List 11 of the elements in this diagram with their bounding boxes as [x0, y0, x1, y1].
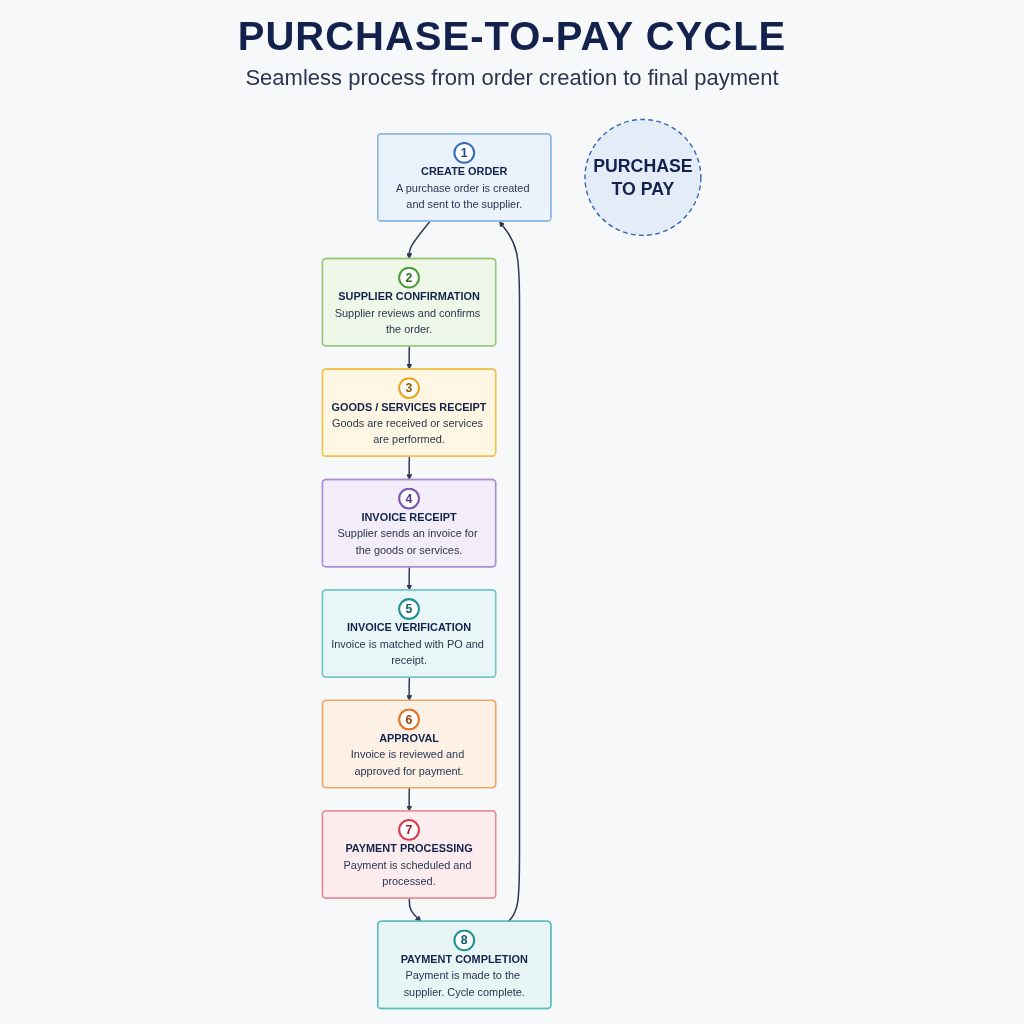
- node-circle: PURCHASE TO PAY: [584, 118, 702, 237]
- arrow: [406, 787, 413, 812]
- title: PURCHASE-TO-PAY CYCLE: [237, 14, 787, 59]
- arrow: [499, 221, 521, 923]
- arrow: [406, 345, 413, 370]
- subtitle: Seamless process from order creation to final payment: [245, 65, 779, 91]
- arrow: [408, 897, 422, 922]
- arrow: [406, 455, 413, 481]
- arrow: [406, 220, 432, 260]
- arrow: [406, 676, 413, 701]
- arrow: [406, 566, 413, 591]
